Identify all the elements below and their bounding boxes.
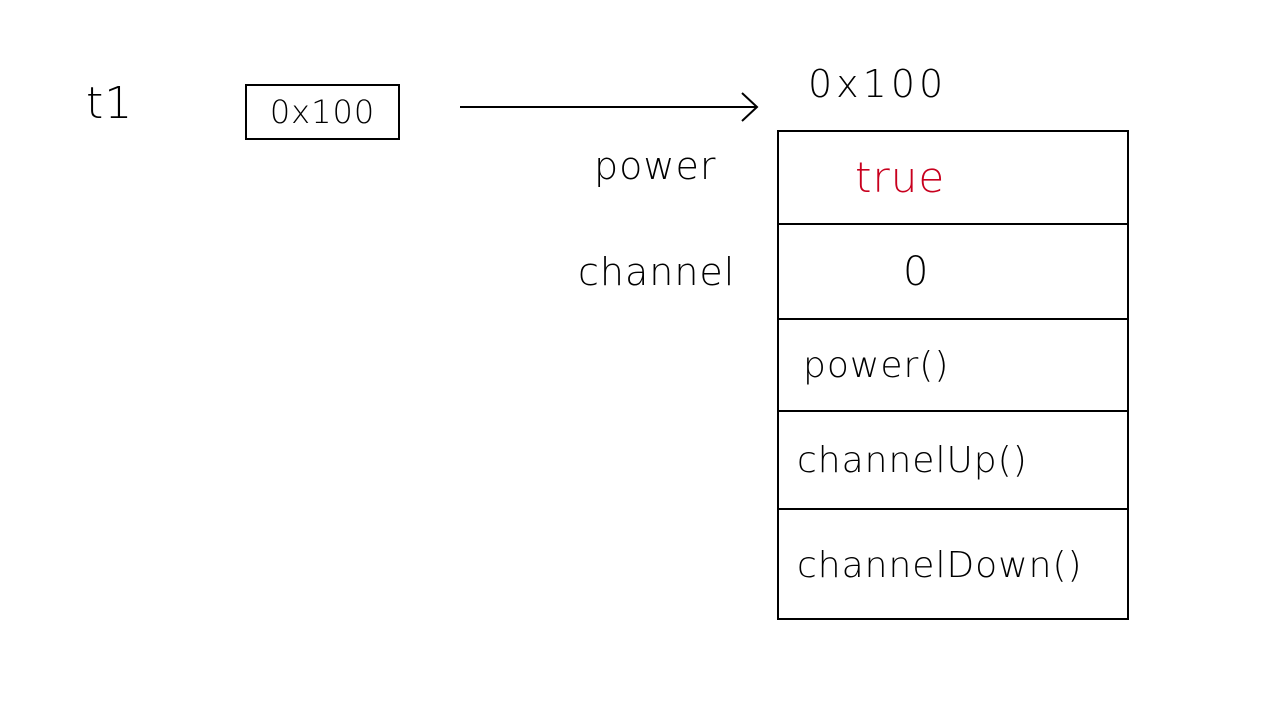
method-label: channelDown() [797,544,1083,586]
reference-box: 0x100 [245,84,400,140]
power-value: true [855,153,946,202]
method-channel-down: channelDown() [779,510,1127,620]
method-channel-up: channelUp() [779,412,1127,510]
field-value-channel: 0 [779,225,1127,320]
method-power: power() [779,320,1127,412]
variable-name: t1 [86,78,134,129]
field-label-power: power [594,144,717,188]
reference-value: 0x100 [269,93,376,131]
method-label: channelUp() [797,439,1028,481]
channel-value: 0 [903,248,930,295]
field-label-channel: channel [578,250,736,294]
method-label: power() [803,344,950,386]
reference-arrow [460,92,759,122]
object-box: true 0 power() channelUp() channelDown() [777,130,1129,620]
field-value-power: true [779,132,1127,225]
arrow-head [741,92,759,122]
object-address: 0x100 [808,62,948,106]
